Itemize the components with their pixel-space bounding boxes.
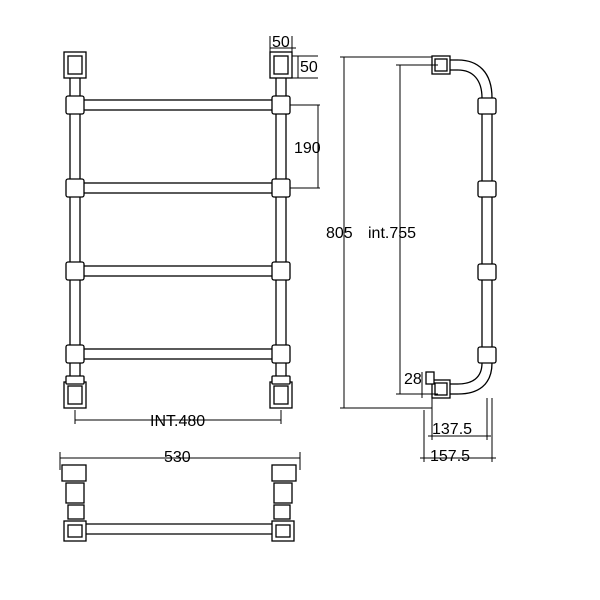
wall-bracket-top-right — [269, 51, 293, 79]
plan-left-fitting — [61, 464, 87, 542]
plan-view — [59, 452, 301, 542]
wall-bracket-bottom-right — [269, 381, 293, 409]
rail-bar-2 — [79, 182, 277, 194]
side-view — [340, 55, 497, 462]
dim-lines-side — [340, 56, 496, 462]
dimension-label-137-5: 137.5 — [432, 421, 472, 438]
joint-collars — [65, 95, 291, 385]
front-view — [63, 36, 320, 424]
dimension-label-157-5: 157.5 — [430, 448, 470, 465]
dimension-label-190: 190 — [294, 140, 321, 157]
dimension-label-530: 530 — [164, 449, 191, 466]
wall-bracket-bottom-left — [63, 381, 87, 409]
left-post — [69, 78, 81, 382]
dimension-label-int755: int.755 — [368, 225, 416, 242]
rail-bar-3 — [79, 265, 277, 277]
rail-bar-1 — [79, 99, 277, 111]
dimension-label-int480: INT.480 — [150, 413, 205, 430]
right-post — [275, 78, 287, 382]
rail-bar-4 — [79, 348, 277, 360]
side-collars — [477, 97, 497, 364]
dimension-label-50-side: 50 — [300, 59, 318, 76]
dim-lines-front — [74, 36, 320, 424]
dimension-label-805: 805 — [326, 225, 353, 242]
wall-bracket-top-left — [63, 51, 87, 79]
side-top-bend — [450, 59, 493, 99]
plan-bar — [86, 523, 272, 535]
side-vertical-tube — [481, 98, 493, 362]
dimension-label-50-top: 50 — [272, 34, 290, 51]
dimension-label-28: 28 — [404, 371, 422, 388]
dim-line-530 — [59, 452, 301, 470]
side-bottom-bend — [450, 362, 493, 395]
plan-right-fitting — [271, 464, 297, 542]
